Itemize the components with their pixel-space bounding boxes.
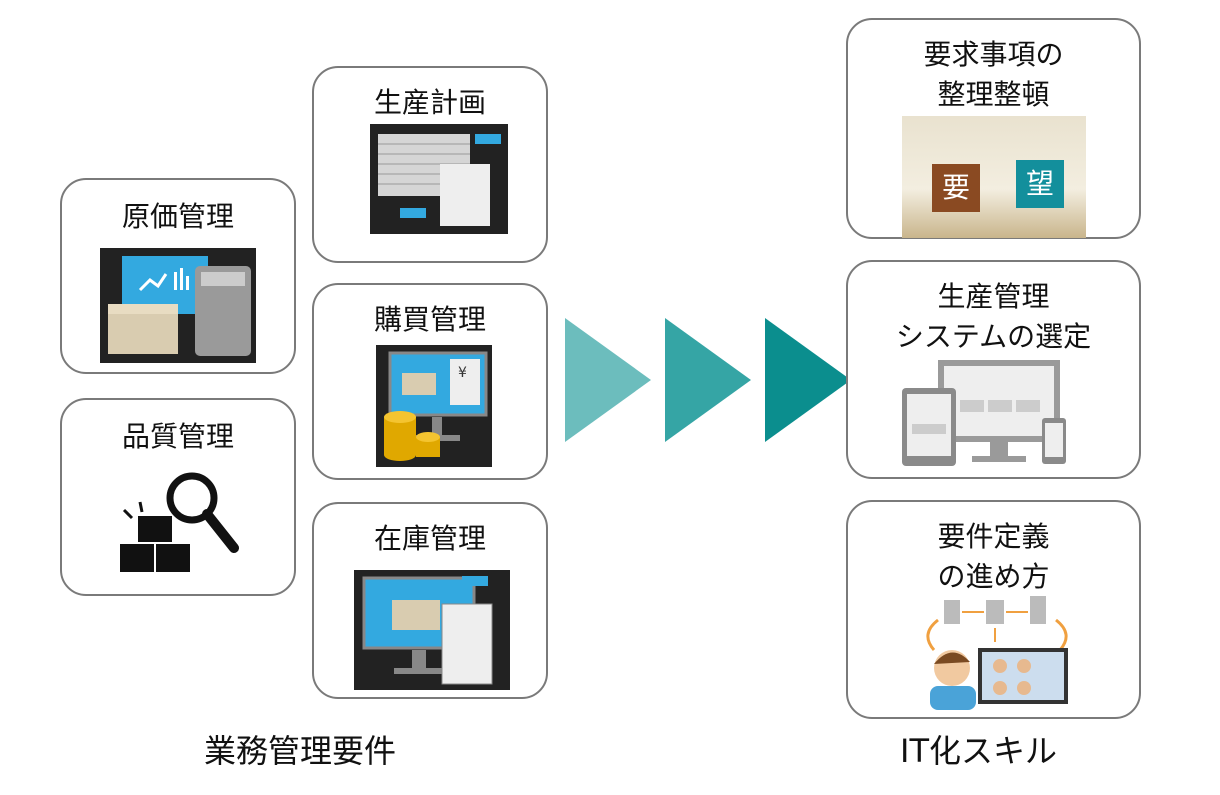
block-you: 要 [932, 164, 980, 212]
card-inventory-management: 在庫管理 [312, 502, 548, 699]
card-title-line2: の進め方 [937, 560, 1050, 593]
arrow-2 [665, 318, 751, 442]
card-title: 品質管理 [121, 420, 234, 453]
left-group-label: 業務管理要件 [204, 732, 397, 770]
right-group-label: IT化スキル [900, 732, 1057, 770]
card-quality-management: 品質管理 [60, 398, 296, 596]
card-requirements-organizing: 要求事項の 整理整頓 要 望 [846, 18, 1141, 239]
arrow-1 [565, 318, 651, 442]
card-title: 購買管理 [373, 303, 486, 336]
svg-text:¥: ¥ [458, 365, 467, 381]
card-title-line2: システムの選定 [895, 320, 1092, 353]
production-schedule-icon [370, 124, 508, 234]
card-title-line1: 要件定義 [937, 520, 1050, 553]
card-title: 原価管理 [121, 200, 234, 233]
devices-icon [902, 360, 1066, 466]
inventory-monitor-clipboard-icon [354, 570, 510, 690]
card-title: 生産計画 [373, 86, 486, 119]
card-title-line1: 生産管理 [937, 280, 1050, 313]
card-system-selection: 生産管理 システムの選定 [846, 260, 1141, 479]
card-title-line2: 整理整頓 [937, 78, 1050, 111]
card-production-planning: 生産計画 [312, 66, 548, 263]
card-title-line1: 要求事項の [923, 38, 1064, 71]
cost-chart-calculator-icon [100, 248, 256, 363]
purchase-yen-coins-icon: ¥ [376, 345, 492, 467]
arrow-3 [765, 318, 851, 442]
card-purchasing-management: 購買管理 ¥ [312, 283, 548, 480]
quality-inspection-magnifier-icon [120, 472, 239, 572]
card-requirements-definition: 要件定義 の進め方 [846, 500, 1141, 719]
card-title: 在庫管理 [373, 522, 486, 555]
block-bou: 望 [1016, 160, 1064, 208]
card-cost-management: 原価管理 [60, 178, 296, 374]
online-meeting-icon [926, 596, 1068, 710]
requirement-blocks-photo: 要 望 [902, 116, 1086, 238]
